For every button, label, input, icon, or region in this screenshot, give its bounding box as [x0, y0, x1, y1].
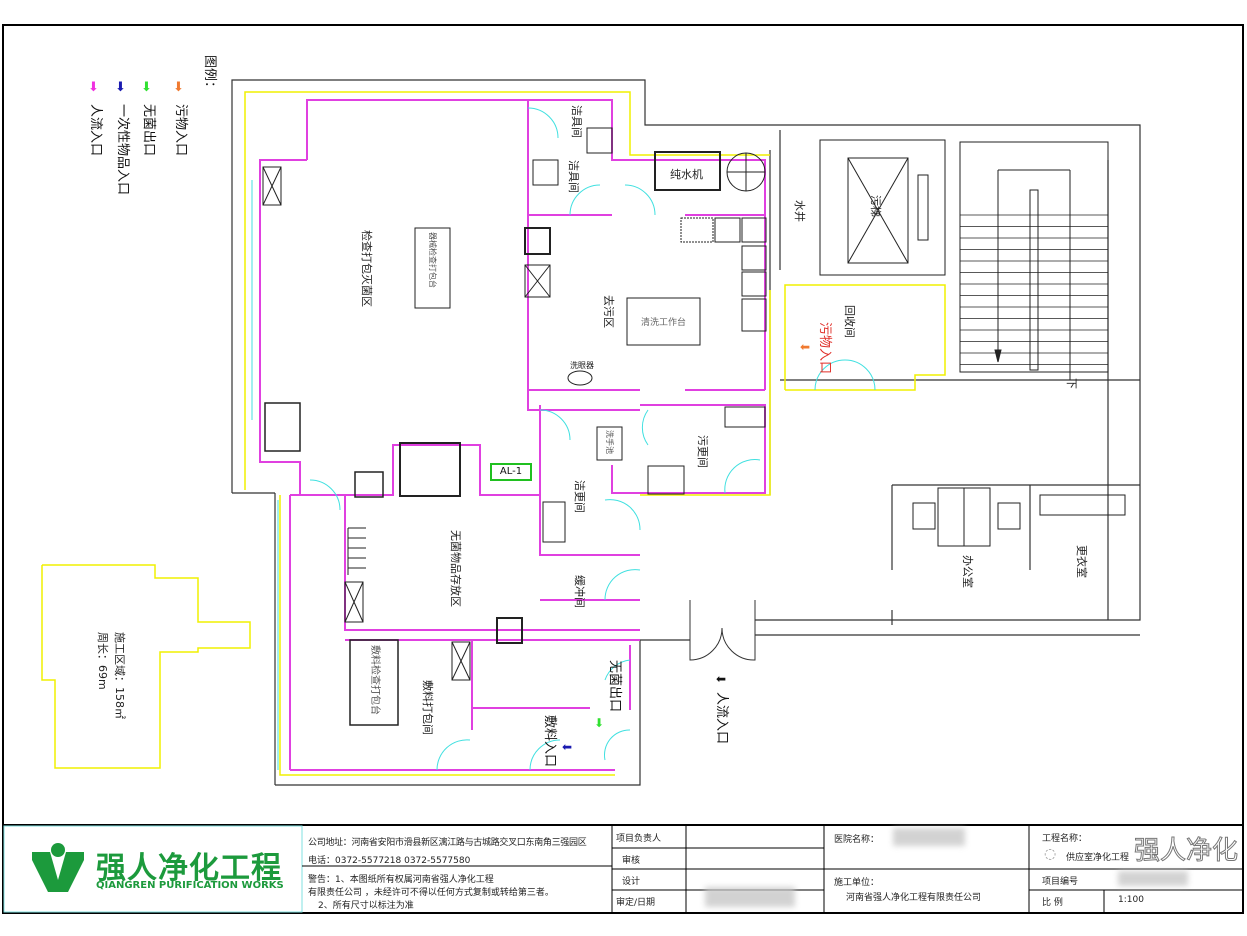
redacted-hospital-name	[893, 828, 965, 846]
area-outline	[41, 564, 251, 769]
sterile-exit-label: 无菌出口	[607, 660, 622, 713]
dirty-entrance-arrow-icon: ⬅	[800, 340, 811, 354]
construction-outline	[244, 91, 946, 776]
entrance-door	[689, 600, 756, 661]
dressing-entrance-label: 敷料入口	[542, 715, 557, 768]
watermark: 强人净化	[1133, 836, 1239, 866]
review-label: 审核	[622, 856, 641, 866]
legend-item-label: 一次性物品入口	[115, 104, 130, 196]
legend-item-label: 无菌出口	[141, 104, 156, 157]
redacted-project-number	[1118, 871, 1188, 886]
equipment-tag-al-1: AL-1	[490, 463, 532, 481]
pure-water-machine-label: 纯水机	[670, 168, 703, 181]
doors	[251, 107, 876, 771]
room-label-inspection: 检查打包灭菌区	[360, 230, 373, 307]
dressing-entrance-arrow-icon: ⬅	[562, 740, 573, 754]
room-label-dressing-packing: 敷料打包间	[421, 680, 434, 735]
approve-date-label: 审定/日期	[616, 898, 656, 908]
legend-item-label: 人流入口	[88, 104, 103, 157]
room-label-janitor-1: 洁具间	[570, 105, 583, 138]
people-entrance-arrow-icon: ⬅	[716, 672, 727, 686]
project-name: 供应室净化工程	[1066, 853, 1130, 863]
design-label: 设计	[622, 877, 641, 887]
logo-text-en: QIANGREN PURIFICATION WORKS	[96, 880, 284, 891]
room-label-dirty-changing: 污更间	[696, 435, 709, 468]
redacted-date	[705, 887, 795, 907]
sheet-frame	[2, 24, 1244, 914]
people-entrance-label: 人流入口	[714, 692, 729, 745]
hospital-name-label: 医院名称：	[834, 835, 880, 845]
room-label-buffer: 缓冲间	[573, 575, 586, 608]
room-label-water-shaft: 水井	[793, 200, 806, 222]
stairs-down-label: 下	[1065, 378, 1078, 389]
legend-arrow-down-icon: ⬇	[88, 80, 99, 95]
room-label-decontamination: 去污区	[602, 295, 615, 328]
eyewash-label: 洗眼器	[570, 361, 594, 370]
company-address: 公司地址：河南省安阳市滑县新区漓江路与古城路交叉口东南角三强园区	[308, 838, 587, 848]
scale-value: 1:100	[1118, 895, 1144, 905]
project-lead-label: 项目负责人	[616, 834, 662, 844]
building-walls	[231, 79, 1141, 786]
company-logo-icon	[32, 843, 84, 892]
legend-arrow-down-icon: ⬇	[115, 80, 126, 95]
logo-text-cn: 强人净化工程	[96, 851, 282, 886]
inspection-table-label: 器械检查打包台	[428, 232, 437, 288]
room-label-locker: 更衣室	[1075, 545, 1088, 578]
legend-title: 图例：	[202, 55, 217, 95]
dressing-table-label: 敷料检查打包台	[369, 645, 380, 715]
room-label-recovery: 回收间	[843, 305, 856, 338]
room-label-sterile-storage: 无菌物品存放区	[449, 530, 462, 607]
warning-line-3: 2、所有尺寸以标注为准	[318, 901, 414, 911]
sink-label: 洗手池	[605, 430, 614, 454]
project-name-label: 工程名称：	[1042, 834, 1088, 844]
room-label-clean-changing: 洁更间	[573, 480, 586, 513]
washing-table-label: 清洗工作台	[641, 318, 687, 328]
clean-room-walls	[259, 99, 766, 771]
contractor-label: 施工单位：	[834, 878, 880, 888]
warning-line-2: 有限责任公司 ，未经许可不得以任何方式复制或转给第三者。	[308, 888, 554, 898]
scale-label: 比 例	[1042, 898, 1063, 908]
warning-line-1: 警告：1、本图纸所有权属河南省强人净化工程	[308, 875, 494, 885]
equipment	[262, 127, 1126, 726]
legend-arrow-down-icon: ⬇	[173, 80, 184, 95]
contractor-name: 河南省强人净化工程有限责任公司	[846, 893, 982, 903]
sterile-exit-arrow-icon: ⬇	[594, 716, 605, 730]
company-phone: 电话：0372-5577218 0372-5577580	[308, 856, 471, 866]
area-text: 施工区域：158㎡	[113, 632, 126, 719]
dirty-entrance-label: 污物入口	[817, 322, 832, 375]
perimeter-text: 周长：69m	[96, 632, 109, 690]
legend-item-label: 污物入口	[173, 104, 188, 157]
project-number-label: 项目编号	[1042, 877, 1079, 887]
room-label-janitor-2: 洁具间	[567, 160, 580, 193]
room-label-dirty-elevator: 污梯	[869, 195, 882, 217]
wechat-icon: ◌	[1044, 846, 1057, 862]
room-label-office: 办公室	[961, 555, 974, 588]
stair-treads	[960, 214, 1108, 365]
legend-arrow-down-icon: ⬇	[141, 80, 152, 95]
